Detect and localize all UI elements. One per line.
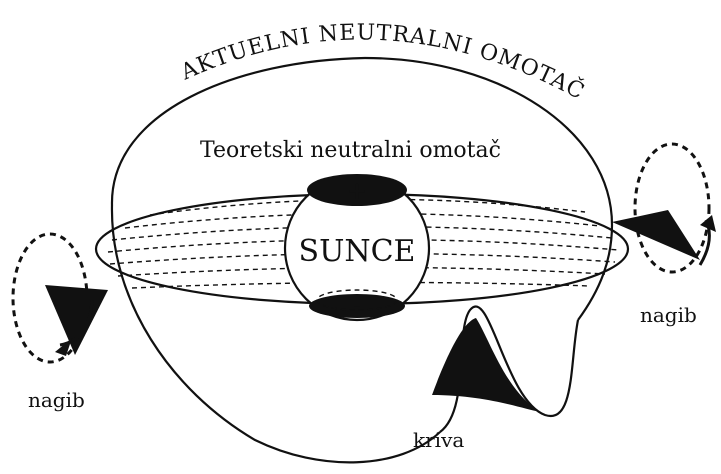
right-tilt-label: nagib — [640, 303, 697, 327]
curve-label: kriva — [413, 428, 464, 452]
sun-label: SUNCE — [299, 234, 416, 269]
warped-sheet-shadow — [432, 318, 540, 412]
left-tilt-wedge-icon — [45, 285, 108, 355]
theoretical-sheet-label: Teoretski neutralni omotač — [200, 138, 501, 163]
actual-sheet-title: AKTUELNI NEUTRALNI OMOTAČ — [176, 20, 589, 105]
right-tilt-wedge-icon — [612, 210, 700, 260]
sun: + – SUNCE — [285, 174, 429, 320]
right-tilt-indicator: nagib — [612, 144, 716, 327]
left-tilt-indicator: nagib — [13, 234, 108, 412]
left-tilt-label: nagib — [28, 388, 85, 412]
positive-pole-label: + — [347, 176, 367, 205]
negative-pole-label: – — [353, 296, 362, 317]
